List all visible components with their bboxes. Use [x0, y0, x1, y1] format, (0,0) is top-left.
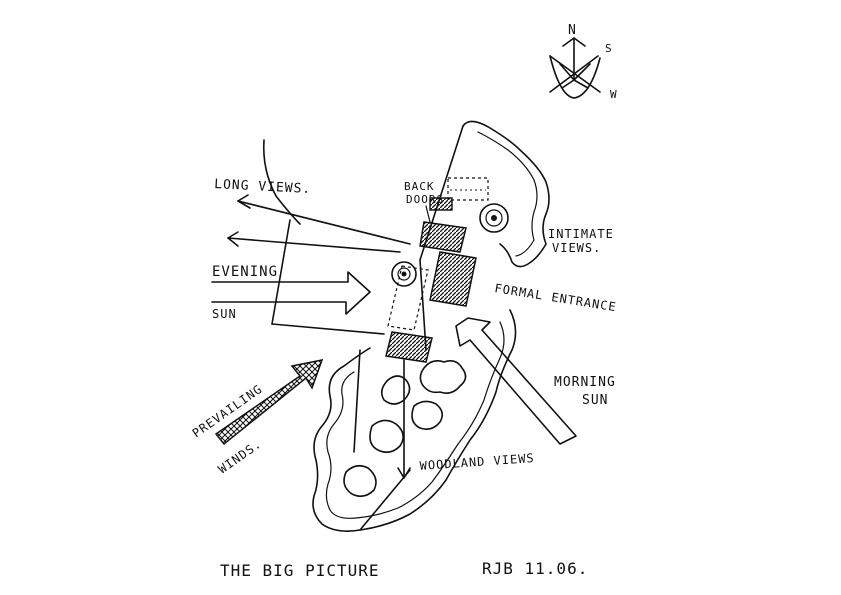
back-doors-label-2: DOORS [406, 193, 444, 206]
morning-sun-arrow [455, 317, 577, 445]
compass-north-label: N [568, 23, 577, 38]
morning-sun-label-1: MORNING [554, 375, 616, 390]
woodland-areas [343, 360, 467, 498]
evening-sun-arrow [211, 271, 371, 315]
site-boundary [312, 120, 550, 532]
signature-date: RJB 11.06. [482, 559, 588, 578]
woodland-views-arrow [353, 349, 411, 531]
long-views-label: LONG VIEWS. [214, 177, 312, 197]
intimate-views-label-1: INTIMATE [548, 227, 614, 241]
building-plan [385, 177, 509, 363]
formal-entrance-label: FORMAL ENTRANCE [494, 281, 618, 314]
back-doors-label-1: BACK [404, 180, 435, 193]
sheet-title: THE BIG PICTURE [220, 561, 380, 580]
compass-west-label: W [610, 88, 618, 101]
intimate-views-label-2: VIEWS. [552, 241, 601, 255]
evening-label: EVENING [212, 264, 278, 280]
woodland-views-label: WOODLAND VIEWS [419, 451, 535, 473]
prevailing-winds-arrow [214, 359, 324, 446]
morning-sun-label-2: SUN [582, 393, 608, 408]
long-views-arrows [227, 139, 411, 335]
compass-icon: N S W [549, 23, 618, 101]
compass-south-label: S [605, 42, 613, 55]
sun-label: SUN [212, 307, 237, 321]
